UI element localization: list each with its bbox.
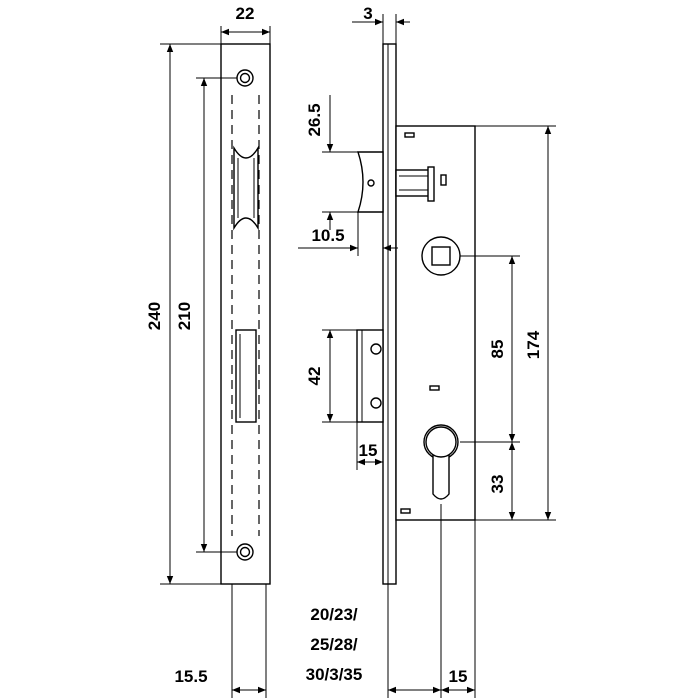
latch-stop (427, 166, 435, 202)
dim-cylinder-backset: 15 (449, 667, 468, 686)
lock-body-dimensions: 3 26.5 10.5 42 15 174 85 33 (298, 4, 556, 698)
dim-screw-spacing: 210 (175, 302, 194, 330)
deadbolt (356, 329, 384, 423)
dim-latch-length: 26.5 (305, 103, 324, 136)
dim-faceplate-width: 22 (236, 4, 255, 23)
dim-bolt-length: 42 (305, 367, 324, 386)
slot-top (404, 132, 415, 138)
dim-total-length: 240 (145, 302, 164, 330)
dim-strike-offset: 15.5 (174, 667, 207, 686)
top-screw-hole-inner (239, 72, 251, 84)
dim-backset-spacing: 85 (488, 340, 507, 359)
dim-bolt-projection: 15 (359, 441, 378, 460)
deadbolt-pin-bottom (370, 397, 382, 409)
slot-bottom (400, 508, 411, 514)
slot-middle (429, 385, 440, 391)
dim-body-height: 174 (524, 330, 543, 359)
bolt-opening (235, 329, 257, 423)
slot-small (440, 174, 447, 186)
cylinder-hole (425, 426, 457, 458)
dim-latch-projection: 10.5 (311, 226, 344, 245)
lock-body (356, 43, 476, 585)
latch-opening (233, 145, 259, 231)
dim-cylinder-offset: 33 (488, 475, 507, 494)
square-spindle-hole (431, 246, 451, 266)
lock-faceplate (382, 43, 397, 585)
strike-plate-outline (220, 43, 271, 585)
latch-mechanism (395, 169, 433, 197)
bottom-screw-hole-inner (239, 546, 251, 558)
dim-backset-line3: 30/3/35 (306, 665, 363, 684)
dim-faceplate-thickness: 3 (363, 4, 372, 23)
dim-backset-line2: 25/28/ (310, 635, 358, 654)
dim-backset-line1: 20/23/ (310, 605, 358, 624)
strike-plate (220, 43, 271, 585)
deadbolt-pin-top (370, 343, 382, 355)
strike-plate-dimensions: 22 240 210 15.5 (145, 4, 271, 698)
cylinder-profile (432, 449, 450, 500)
latch-pin (367, 179, 375, 187)
